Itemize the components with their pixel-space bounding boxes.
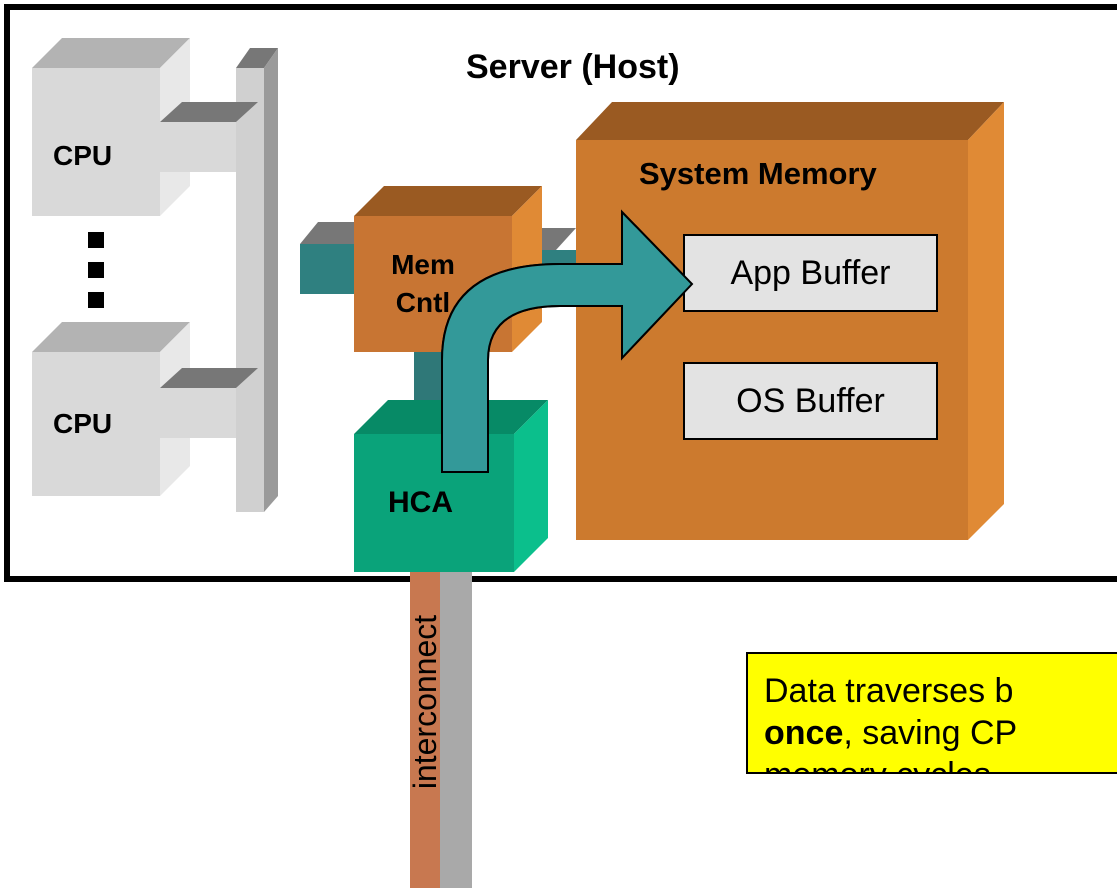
os-buffer-box: OS Buffer: [683, 362, 938, 440]
os-buffer-label: OS Buffer: [736, 381, 885, 420]
note-line2-bold: once: [764, 714, 844, 752]
interconnect-label-wrap: interconnect: [405, 582, 445, 822]
note-line3: memory cycles: [764, 754, 1117, 772]
ellipsis-dot-1: [88, 232, 104, 248]
server-host-title: Server (Host): [466, 48, 680, 86]
note-line1: Data traverses b: [764, 672, 1014, 710]
mem-controller-label-line2: Cntl: [395, 287, 451, 318]
ellipsis-dot-2: [88, 262, 104, 278]
cpu-top-label: CPU: [53, 140, 113, 171]
ellipsis-dot-3: [88, 292, 104, 308]
mem-controller-label-line1: Mem: [391, 249, 455, 280]
cpu-bottom-block: [32, 322, 258, 496]
hca-label: HCA: [388, 486, 453, 519]
interconnect-cable: [410, 572, 472, 888]
app-buffer-box: App Buffer: [683, 234, 938, 312]
callout-note: Data traverses b once, saving CP memory …: [746, 652, 1117, 774]
interconnect-label: interconnect: [407, 614, 443, 790]
note-line2: once, saving CP: [764, 712, 1117, 754]
app-buffer-label: App Buffer: [730, 253, 891, 292]
system-memory-label: System Memory: [639, 156, 877, 191]
cpu-bottom-label: CPU: [53, 408, 113, 439]
cpu-top-block: [32, 38, 258, 216]
mem-controller-label: Mem Cntl: [384, 246, 462, 322]
system-bus: [236, 48, 278, 512]
note-line2-rest: , saving CP: [843, 714, 1018, 752]
